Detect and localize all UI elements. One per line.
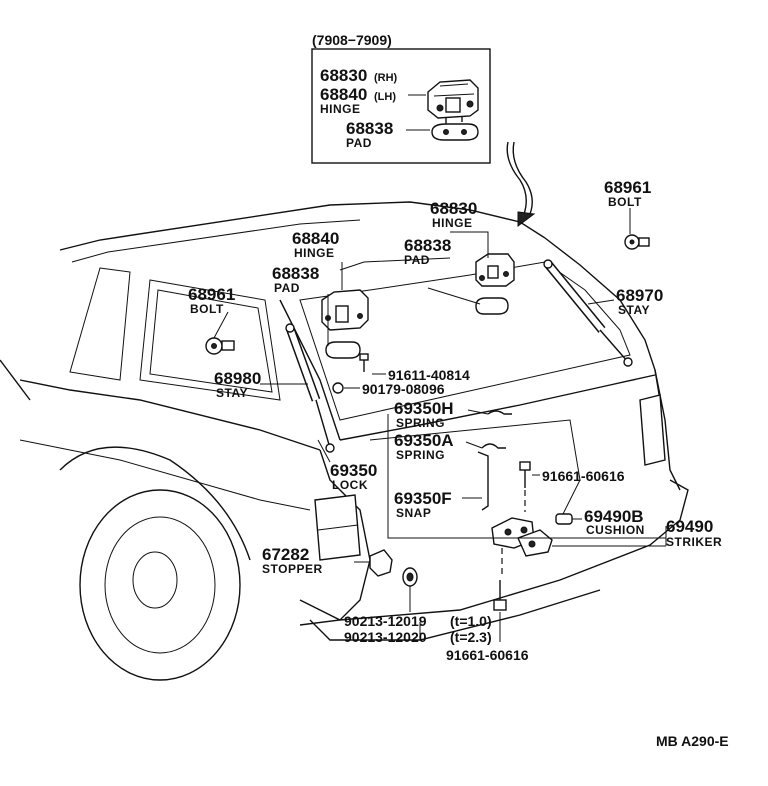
label-bolt-lower-number: 91661-60616 bbox=[446, 647, 529, 663]
inset-frame bbox=[311, 48, 491, 164]
label-stopper-number: 67282 bbox=[262, 545, 309, 564]
nut-part bbox=[332, 382, 344, 394]
label-hinge-left-number: 68840 bbox=[292, 229, 339, 248]
label-spring-a-number: 69350A bbox=[394, 431, 454, 450]
label-bolt-right-name: BOLT bbox=[608, 195, 642, 209]
label-hinge-right-number: 68830 bbox=[430, 199, 477, 218]
cushion-part bbox=[555, 513, 573, 525]
striker-part bbox=[517, 529, 553, 557]
label-lock-number: 69350 bbox=[330, 461, 377, 480]
label-hinge-left-name: HINGE bbox=[294, 246, 335, 260]
label-spring-h-number: 69350H bbox=[394, 399, 454, 418]
inset-lh-suffix: (LH) bbox=[374, 91, 396, 103]
label-pad-left-name: PAD bbox=[274, 281, 300, 295]
rear-wheel bbox=[79, 489, 241, 681]
right-tail-lamp bbox=[639, 394, 666, 466]
inset-panel: (7908−7909) 68830 (RH) 68840 (LH) HINGE … bbox=[311, 32, 491, 164]
label-bolt-left-number: 68961 bbox=[188, 285, 235, 304]
label-cushion-name: CUSHION bbox=[586, 523, 645, 537]
label-bolt-upper-number: 91661-60616 bbox=[542, 468, 625, 484]
label-spring-a-name: SPRING bbox=[396, 448, 445, 462]
pad-left-part bbox=[325, 341, 361, 359]
spring-a-part bbox=[481, 443, 506, 449]
inset-date-range: (7908−7909) bbox=[312, 32, 392, 48]
inset-hinge-name: HINGE bbox=[320, 102, 361, 116]
label-shim-2-number: 90213-12020 bbox=[344, 629, 427, 645]
label-spring-h-name: SPRING bbox=[396, 416, 445, 430]
label-lock-name: LOCK bbox=[332, 478, 368, 492]
screw-part bbox=[359, 353, 369, 372]
inset-hinge-lh-number: 68840 bbox=[320, 85, 367, 104]
hinge-right-part bbox=[475, 253, 515, 287]
label-pad-left-number: 68838 bbox=[272, 264, 319, 283]
bolt-right-part bbox=[624, 234, 650, 250]
part-labels: 68961 BOLT 68830 HINGE 68840 HINGE 68838… bbox=[188, 178, 722, 663]
label-bolt-left-name: BOLT bbox=[190, 302, 224, 316]
label-stay-left-number: 68980 bbox=[214, 369, 261, 388]
inset-pad-icon bbox=[431, 123, 479, 141]
bolt-lower-part bbox=[493, 580, 507, 611]
hinge-left-part bbox=[321, 289, 369, 331]
label-hinge-right-name: HINGE bbox=[432, 216, 473, 230]
label-cushion-number: 69490B bbox=[584, 507, 644, 526]
stay-right-part bbox=[543, 259, 633, 367]
snap-part bbox=[477, 451, 489, 511]
label-nut-number: 90179-08096 bbox=[362, 381, 445, 397]
pad-right-part bbox=[475, 297, 509, 315]
label-snap-name: SNAP bbox=[396, 506, 431, 520]
inset-hinge-icon bbox=[427, 79, 479, 124]
inset-hinge-rh-number: 68830 bbox=[320, 66, 367, 85]
label-shim-1-number: 90213-12019 bbox=[344, 613, 427, 629]
label-bolt-right-number: 68961 bbox=[604, 178, 651, 197]
label-snap-number: 69350F bbox=[394, 489, 452, 508]
inset-pointer-arrow bbox=[506, 141, 536, 227]
label-screw-number: 91611-40814 bbox=[388, 367, 470, 383]
shim-part bbox=[402, 567, 418, 587]
inset-pad-name: PAD bbox=[346, 136, 372, 150]
drawing-code: MB A290-E bbox=[656, 733, 729, 749]
label-pad-center-number: 68838 bbox=[404, 236, 451, 255]
car-body bbox=[0, 201, 689, 681]
label-shim-2-thickness: (t=2.3) bbox=[450, 629, 492, 645]
leader-lines bbox=[213, 208, 667, 642]
label-stopper-name: STOPPER bbox=[262, 562, 323, 576]
label-pad-center-name: PAD bbox=[404, 253, 430, 267]
inset-rh-suffix: (RH) bbox=[374, 72, 398, 84]
spring-h-part bbox=[487, 410, 512, 415]
label-striker-number: 69490 bbox=[666, 517, 713, 536]
inset-pad-number: 68838 bbox=[346, 119, 393, 138]
label-stay-right-name: STAY bbox=[618, 303, 650, 317]
bolt-left-part bbox=[205, 337, 235, 355]
label-shim-1-thickness: (t=1.0) bbox=[450, 613, 492, 629]
stopper-part bbox=[369, 549, 393, 577]
label-stay-left-name: STAY bbox=[216, 386, 248, 400]
stay-left-part bbox=[285, 323, 335, 453]
label-stay-right-number: 68970 bbox=[616, 286, 663, 305]
bolt-upper-part bbox=[519, 461, 531, 488]
label-striker-name: STRIKER bbox=[666, 535, 722, 549]
